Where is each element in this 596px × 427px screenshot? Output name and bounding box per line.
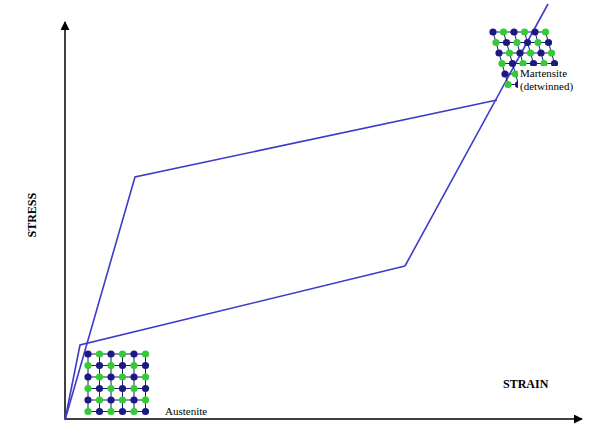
phase-label: Austenite (165, 405, 207, 418)
axis-title: STRAIN (503, 377, 548, 391)
axis-title: STRESS (25, 193, 39, 238)
austenite-lattice (84, 350, 149, 415)
martensite-elastic-line (405, 4, 548, 266)
phase-label: Martensite (detwinned) (518, 66, 592, 94)
y-axis (64, 22, 66, 419)
unloading-curve (65, 266, 405, 420)
loading-curve (65, 100, 497, 420)
x-axis (65, 418, 582, 420)
